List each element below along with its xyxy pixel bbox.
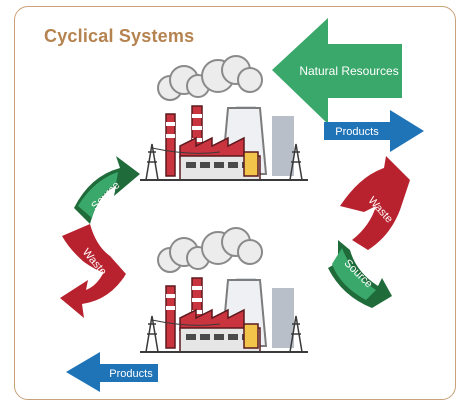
natural-resources-arrow: Natural Resources [272, 18, 402, 124]
right-source-arrow: Source [328, 240, 392, 308]
natural-resources-label: Natural Resources [299, 64, 398, 78]
factory-bottom-icon [139, 227, 309, 353]
left-source-arrow: Source [74, 156, 140, 224]
right-waste-arrow: Waste [340, 156, 410, 250]
products-top-arrow: Products [324, 110, 424, 152]
left-waste-arrow: Waste [60, 224, 126, 318]
products-bottom-label: Products [109, 368, 153, 380]
page-title: Cyclical Systems [44, 26, 195, 46]
products-top-label: Products [335, 126, 379, 138]
products-bottom-arrow: Products [66, 352, 158, 392]
